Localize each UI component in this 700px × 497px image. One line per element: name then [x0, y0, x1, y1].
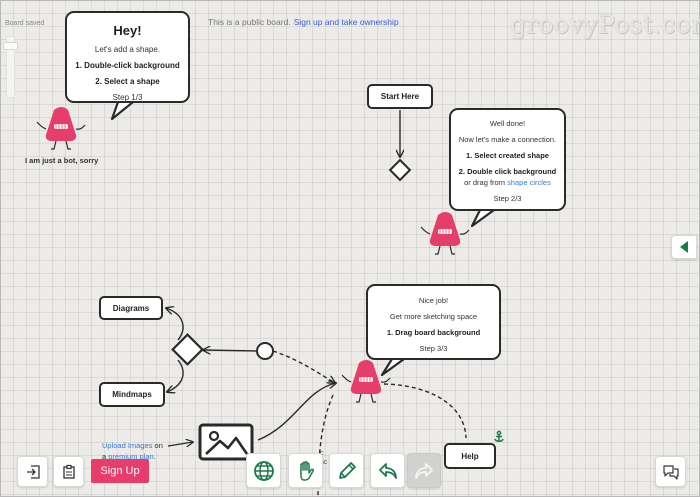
upload-text: a — [102, 452, 107, 461]
hand-icon — [299, 460, 314, 481]
bubble-line: Let's add a shape. — [94, 45, 161, 54]
sign-up-button[interactable]: Sign Up — [91, 459, 149, 483]
upload-text: . — [153, 452, 156, 461]
browse-boards-button[interactable] — [246, 453, 281, 488]
bot-down-dashed — [317, 394, 334, 497]
public-note-text: This is a public board. — [208, 17, 291, 27]
chat-button[interactable] — [655, 456, 686, 487]
sign-in-button[interactable] — [17, 456, 48, 487]
mindmaps-shape[interactable]: Mindmaps — [99, 382, 165, 407]
globe-icon — [253, 460, 274, 481]
mindmaps-connector — [167, 359, 184, 392]
bot-to-help-dashed — [383, 383, 467, 439]
bot-character-2 — [420, 212, 470, 255]
undo-button[interactable] — [370, 453, 405, 488]
side-panel-toggle[interactable] — [671, 235, 697, 259]
redo-icon — [415, 462, 433, 479]
export-icon — [62, 464, 75, 479]
tutorial-bubble-step1: Hey! Let's add a shape. 1. Double-click … — [65, 11, 190, 103]
bubble-line: Well done! — [489, 119, 526, 128]
upload-connector — [167, 442, 193, 446]
bot-character-1 — [36, 107, 86, 150]
circle-to-bot-dashed — [272, 350, 335, 383]
bubble-tail-step3 — [380, 358, 405, 377]
upload-images-note: Upload Images on a premium plan. — [102, 440, 163, 462]
anchor-icon[interactable] — [494, 430, 504, 442]
chat-icon — [662, 464, 679, 480]
bubble-line: Get more sketching space — [389, 312, 478, 321]
redo-button[interactable] — [407, 453, 441, 488]
bubble-line: Nice job! — [418, 296, 449, 305]
pencil-tool-button[interactable] — [329, 453, 364, 488]
bubble-instruction: 1. Double-click background — [75, 61, 180, 70]
bot-character-3 — [341, 360, 391, 403]
image-to-bot-connector — [257, 383, 336, 441]
bubble-step-counter: Step 3/3 — [419, 344, 448, 353]
bubble-instruction: 2. Double click background — [458, 167, 557, 176]
sign-in-icon — [26, 464, 40, 479]
zoom-slider[interactable] — [6, 36, 15, 98]
small-diamond-shape[interactable] — [388, 158, 412, 182]
bubble-step-counter: Step 1/3 — [112, 93, 143, 102]
tutorial-bubble-step2: Well done! Now let's make a connection. … — [449, 108, 566, 211]
partial-label-line: ac — [320, 459, 328, 466]
bubble-instruction: 1. Select created shape — [466, 151, 549, 160]
circle-to-diamond-connector — [203, 350, 257, 351]
undo-icon — [378, 462, 397, 479]
bubble-line: Now let's make a connection. — [458, 135, 557, 144]
bubble-instruction: 1. Drag board background — [386, 328, 481, 337]
bubble-title: Hey! — [113, 23, 142, 38]
mindmap-diamond-shape[interactable] — [171, 333, 204, 366]
board-status: Board saved — [5, 20, 45, 27]
premium-plan-link[interactable]: premium plan — [108, 452, 154, 461]
hand-tool-button[interactable] — [288, 453, 323, 488]
diagrams-connector — [166, 308, 184, 341]
bubble-tail-step1 — [110, 101, 134, 121]
take-ownership-link[interactable]: Sign up and take ownership — [293, 17, 399, 27]
shape-circles-link[interactable]: shape circles — [507, 178, 551, 187]
public-board-note: This is a public board.Sign up and take … — [208, 17, 399, 27]
diagrams-shape[interactable]: Diagrams — [99, 296, 163, 320]
triangle-left-icon — [680, 241, 688, 253]
upload-text: on — [154, 441, 163, 450]
brand-watermark: groovyPost.com — [510, 10, 700, 39]
tutorial-bubble-step3: Nice job! Get more sketching space 1. Dr… — [366, 284, 501, 360]
start-here-shape[interactable]: Start Here — [367, 84, 433, 109]
bubble-text: or drag from — [464, 178, 505, 187]
bot-caption: I am just a bot, sorry — [25, 156, 99, 165]
pencil-icon — [338, 461, 356, 479]
bubble-instruction: 2. Select a shape — [95, 77, 160, 86]
small-circle-shape[interactable] — [256, 342, 274, 360]
bubble-tail-step2 — [470, 209, 495, 228]
image-shape[interactable] — [198, 423, 254, 461]
bubble-line: or drag from shape circles — [451, 178, 564, 187]
help-shape[interactable]: Help — [444, 443, 496, 469]
upload-images-link[interactable]: Upload Images — [102, 441, 153, 450]
zoom-slider-handle[interactable] — [3, 42, 18, 50]
bubble-step-counter: Step 2/3 — [493, 194, 522, 203]
export-button[interactable] — [53, 456, 84, 487]
